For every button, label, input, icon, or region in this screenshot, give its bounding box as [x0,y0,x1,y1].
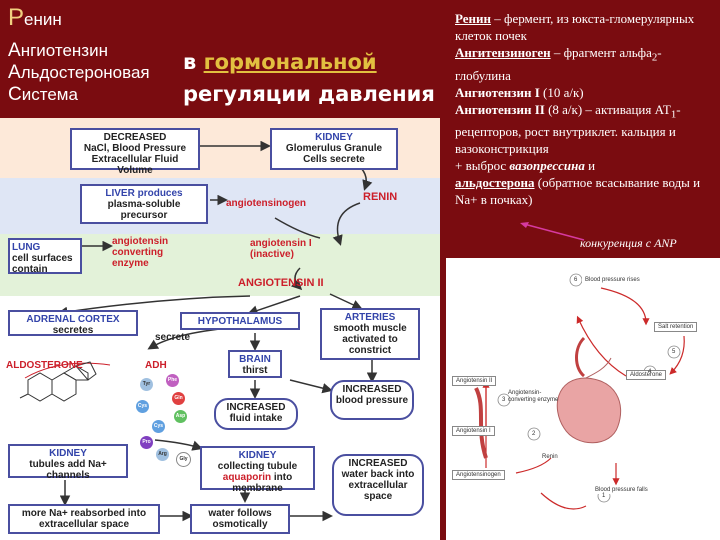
amino-acid: Tyr [140,378,153,391]
step-number: 1 [602,493,606,499]
increased-water-box: INCREASED water back into extracellular … [332,454,424,516]
subtitle-line-1: в гормональной [183,50,377,74]
right-flow-arrows [474,273,685,510]
anp-arrow [520,222,585,241]
adh-label: ADH [145,360,167,371]
title-line-3: Альдостероновая [8,62,150,83]
step-number: 5 [672,349,676,355]
right-diagram: Blood pressure rises Salt retention Aldo… [446,258,720,540]
water-follows-box: water follows osmotically [190,504,290,534]
title-line-4: Система [8,84,78,105]
more-na-box: more Na+ reabsorbed into extracellular s… [8,504,160,534]
aldosterone-label: Aldosterone [626,370,667,380]
angiotensinogen-label: Angiotensinogen [452,470,505,480]
ace-label: angiotensin converting enzyme [112,236,169,269]
step-number: 3 [502,397,506,403]
increased-bp-box: INCREASED blood pressure [330,380,414,420]
amino-acid: Pro [140,436,153,449]
steroid-structure [19,361,97,402]
definitions-text: Ренин – фермент, из юкста-гломерулярных … [455,11,701,208]
angiotensin-ii-label: Angiotensin II [452,376,497,386]
amino-acid: Gly [176,452,191,467]
renin-label: Renin [542,454,558,460]
step-number: 6 [574,277,578,283]
amino-acid: Cys [136,400,149,413]
angiotensin-i-label: Angiotensin I [452,426,495,436]
amino-acid: Gln [172,392,185,405]
amino-acid: Arg [156,448,169,461]
amino-acid: Cys [152,420,165,433]
increased-fluid-box: INCREASED fluid intake [214,398,298,430]
amino-acid: Asp [174,410,187,423]
hypothalamus-box: HYPOTHALAMUS [180,312,300,330]
ace-label: Angiotensin-converting enzyme [508,390,559,403]
step-number: 4 [648,369,652,375]
anp-note: конкуренция с ANP [580,236,677,250]
renin-label: RENIN [363,191,398,203]
angiotensinogen-label: angiotensinogen [226,198,306,209]
secrete-label: secrete [155,332,191,343]
title-line-2: Ангиотензин [8,40,108,61]
angiotensin-ii-label: ANGIOTENSIN II [238,277,324,289]
aldosterone-label: ALDOSTERONE [6,360,83,371]
amino-acid: Phe [166,374,179,387]
step-number: 2 [532,431,536,437]
angiotensin-i-label: angiotensin I (inactive) [250,238,312,260]
title-line-1: Ренин [8,4,62,31]
salt-retention-label: Salt retention [654,322,698,332]
bp-rises-label: Blood pressure rises [582,276,643,284]
bp-falls-label: Blood pressure falls [592,486,651,494]
subtitle-line-2: регуляции давления [183,82,435,106]
